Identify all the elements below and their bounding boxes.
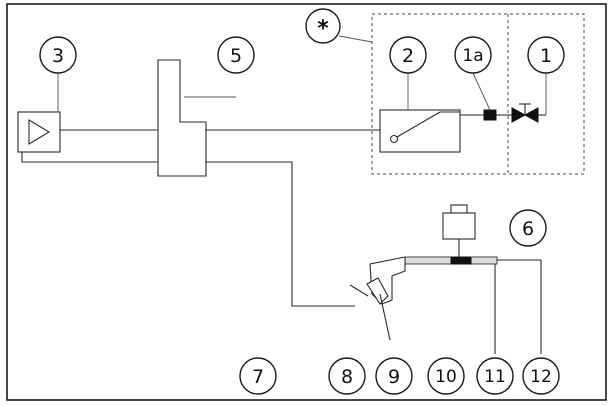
callout-7: 7 xyxy=(239,357,277,395)
pressure-lines xyxy=(21,129,380,307)
callout-3-label: 3 xyxy=(52,45,64,67)
pump-symbol xyxy=(17,111,61,153)
callout-12-label: 12 xyxy=(530,367,552,387)
leader-lines xyxy=(57,35,547,115)
callout-8: 8 xyxy=(328,357,366,395)
callout-1a-label: 1a xyxy=(462,46,483,66)
float-tank xyxy=(379,109,484,153)
callout-2: 2 xyxy=(389,36,427,74)
callout-1: 1 xyxy=(527,36,565,74)
supply-enclosure xyxy=(371,13,585,175)
callout-10-label: 10 xyxy=(435,367,457,387)
control-block xyxy=(157,59,236,177)
callout-6: 6 xyxy=(509,209,547,247)
spray-gun xyxy=(349,256,406,341)
callout-1a: 1a xyxy=(454,36,492,74)
callout-8-label: 8 xyxy=(341,366,353,388)
callout-5: 5 xyxy=(217,36,255,74)
callout-6-label: 6 xyxy=(522,218,534,240)
callout-10: 10 xyxy=(427,357,465,395)
callout-star: * xyxy=(305,8,341,44)
callout-1-label: 1 xyxy=(540,45,552,67)
callout-2-label: 2 xyxy=(402,45,414,67)
connector-1a xyxy=(483,109,497,121)
spray-lance xyxy=(404,256,542,354)
detergent-container xyxy=(442,204,476,258)
callout-12: 12 xyxy=(522,357,560,395)
callout-7-label: 7 xyxy=(252,366,264,388)
callout-star-label: * xyxy=(317,17,329,42)
callout-5-label: 5 xyxy=(230,45,242,67)
diagram-frame xyxy=(6,3,607,401)
callout-3: 3 xyxy=(39,36,77,74)
callout-9-label: 9 xyxy=(388,366,400,388)
callout-11-label: 11 xyxy=(484,367,506,387)
supply-valve xyxy=(496,103,546,123)
callout-9: 9 xyxy=(375,357,413,395)
callout-11: 11 xyxy=(476,357,514,395)
